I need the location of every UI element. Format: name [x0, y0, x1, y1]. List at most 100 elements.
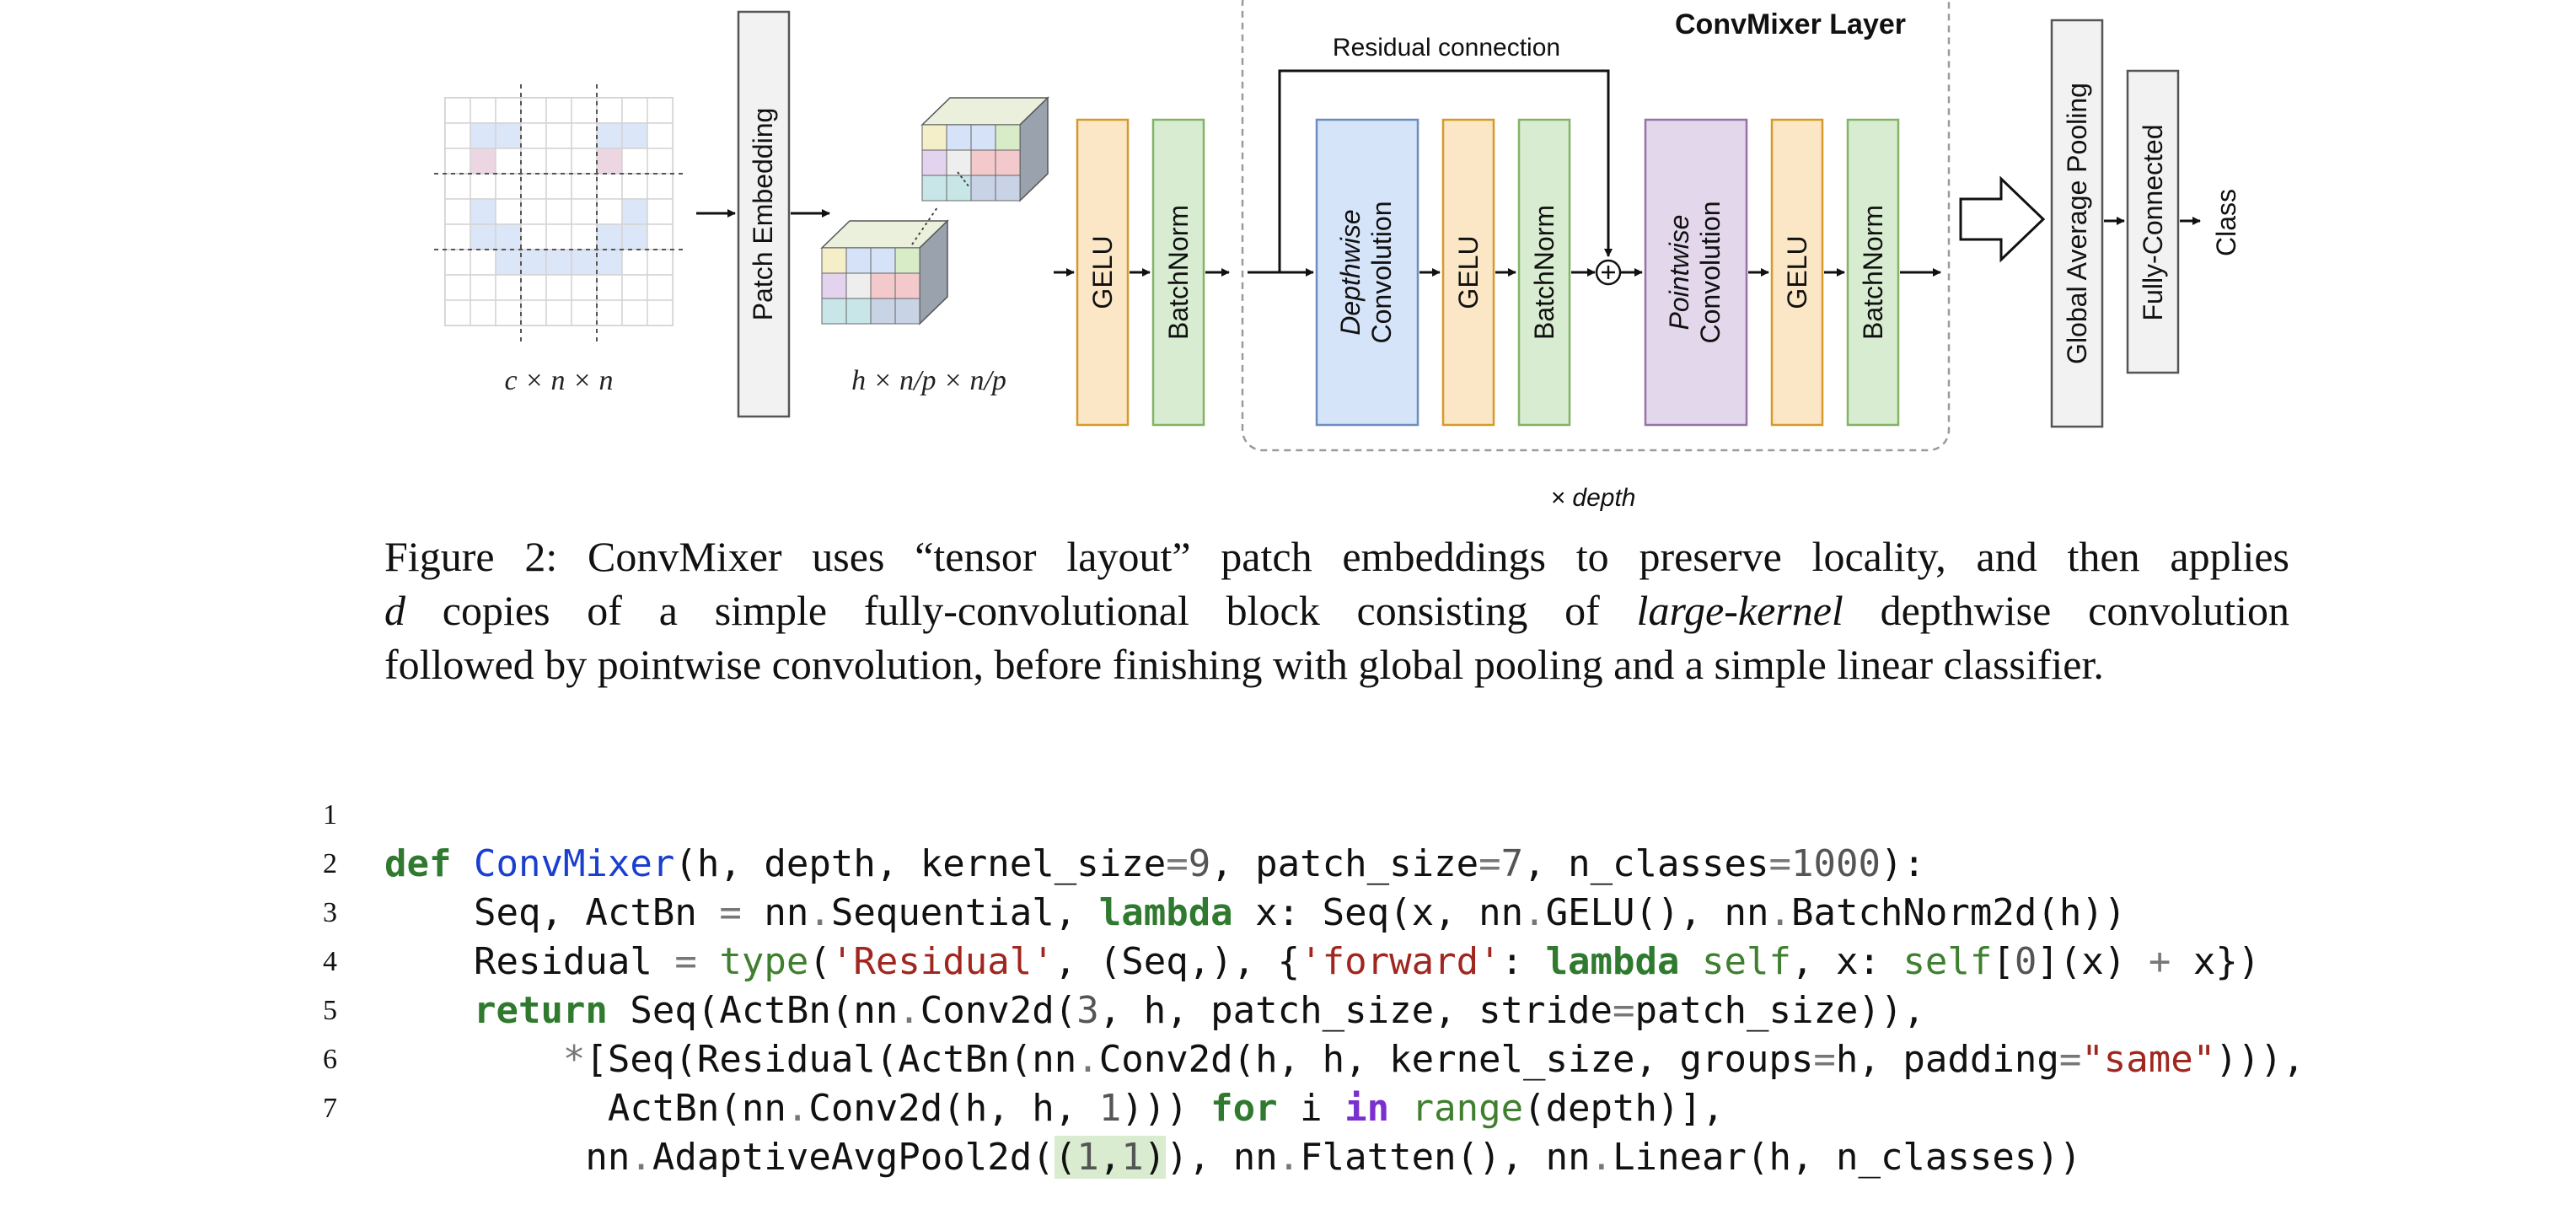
grid-cell — [571, 299, 598, 326]
grid-cell — [520, 122, 547, 149]
grid-cell — [470, 148, 496, 175]
grid-cell — [470, 122, 496, 149]
grid-cell — [520, 274, 547, 301]
grid-cell — [621, 249, 648, 276]
line-number: 3 — [323, 897, 337, 928]
grid-cell — [444, 223, 471, 250]
line-number: 2 — [323, 848, 337, 879]
grid-cell — [621, 97, 648, 124]
code-text: def ConvMixer(h, depth, kernel_size=9, p… — [384, 842, 1925, 885]
grid-cell — [621, 274, 648, 301]
line-number: 7 — [323, 1093, 337, 1124]
depth-label: × depth — [1551, 484, 1636, 512]
grid-cell — [596, 122, 623, 149]
patch-embedding-block: Patch Embedding — [737, 10, 791, 418]
grid-cell — [444, 173, 471, 200]
grid-cell — [520, 173, 547, 200]
code-text: *[Seq(Residual(ActBn(nn.Conv2d(h, h, ker… — [562, 1038, 2305, 1081]
depthwise-conv-block — [1315, 118, 1419, 427]
line-number: 1 — [323, 799, 337, 831]
pointwise-label: Pointwise — [1664, 215, 1694, 331]
global-average-pooling-block — [2050, 19, 2104, 428]
grid-cell — [444, 249, 471, 276]
grid-cell — [495, 173, 522, 200]
line-number: 6 — [323, 1044, 337, 1075]
grid-cell — [545, 299, 572, 326]
grid-cell — [520, 148, 547, 175]
grid-cell — [495, 198, 522, 225]
batchnorm-block — [1846, 118, 1900, 427]
caption-line-2: d copies of a simple fully-convolutional… — [384, 583, 2289, 637]
grid-cell — [596, 148, 623, 175]
grid-cell — [647, 173, 674, 200]
code-line: 4 return Seq(ActBn(nn.Conv2d(3, h, patch… — [303, 889, 1925, 1032]
batchnorm-label: BatchNorm — [1858, 205, 1888, 340]
fc-label: Fully-Connected — [2138, 125, 2168, 321]
grid-cell — [495, 274, 522, 301]
grid-cell — [596, 249, 623, 276]
line-number: 5 — [323, 995, 337, 1026]
grid-cell — [545, 148, 572, 175]
grid-cell — [647, 198, 674, 225]
grid-cell — [470, 249, 496, 276]
grid-cell — [596, 299, 623, 326]
grid-cell — [571, 274, 598, 301]
fully-connected-block — [2126, 69, 2180, 374]
gelu-label: GELU — [1782, 235, 1812, 309]
depthwise-label: Depthwise — [1335, 209, 1366, 335]
caption-large-kernel: large-kernel — [1636, 587, 1843, 634]
grid-cell — [571, 122, 598, 149]
figure-caption: Figure 2: ConvMixer uses “tensor layout”… — [384, 529, 2289, 691]
grid-cell — [495, 122, 522, 149]
grid-cell — [495, 249, 522, 276]
grid-cell — [545, 223, 572, 250]
gelu-block — [1770, 118, 1824, 427]
grid-cell — [520, 299, 547, 326]
grid-cell — [545, 97, 572, 124]
convmixer-layer-title: ConvMixer Layer — [1675, 8, 1906, 40]
grid-cell — [545, 274, 572, 301]
input-shape-label: c × n × n — [505, 365, 614, 396]
gelu-block — [1076, 118, 1130, 427]
code-line: 7 nn.AdaptiveAvgPool2d((1,1)), nn.Flatte… — [303, 1035, 2081, 1179]
grid-cell — [520, 223, 547, 250]
caption-line-1: Figure 2: ConvMixer uses “tensor layout”… — [384, 533, 2289, 580]
grid-cell — [520, 97, 547, 124]
grid-cell — [545, 198, 572, 225]
pointwise-conv-label: Convolution — [1695, 202, 1725, 344]
grid-cell — [520, 198, 547, 225]
batchnorm-label: BatchNorm — [1163, 205, 1194, 340]
grid-cell — [596, 198, 623, 225]
grid-cell — [647, 299, 674, 326]
batchnorm-label: BatchNorm — [1529, 205, 1559, 340]
grid-cell — [470, 223, 496, 250]
grid-cell — [621, 223, 648, 250]
grid-cell — [647, 274, 674, 301]
grid-cell — [571, 173, 598, 200]
grid-cell — [444, 274, 471, 301]
grid-cell — [647, 122, 674, 149]
grid-cell — [647, 148, 674, 175]
grid-cell — [444, 97, 471, 124]
grid-cell — [495, 148, 522, 175]
gelu-label: GELU — [1453, 235, 1484, 309]
gelu-label: GELU — [1087, 235, 1118, 309]
convmixer-layer-box — [1241, 0, 1951, 452]
class-label: Class — [2211, 189, 2241, 256]
tensor-shape-label: h × n/p × n/p — [851, 365, 1006, 396]
code-line: 3 Residual = type('Residual', (Seq,), {'… — [303, 840, 2260, 983]
grid-cell — [647, 97, 674, 124]
caption-d: d — [384, 587, 405, 634]
patch-tensor — [820, 96, 1049, 325]
batchnorm-block — [1517, 118, 1571, 427]
grid-cell — [596, 173, 623, 200]
grid-cell — [520, 249, 547, 276]
gap-label: Global Average Pooling — [2062, 83, 2092, 364]
code-text: nn.AdaptiveAvgPool2d((1,1)), nn.Flatten(… — [384, 1136, 2082, 1179]
code-line: 2 Seq, ActBn = nn.Sequential, lambda x: … — [303, 791, 2126, 934]
residual-label: Residual connection — [1333, 34, 1560, 62]
big-arrow-icon — [1959, 175, 2046, 263]
grid-cell — [621, 148, 648, 175]
grid-cell — [470, 198, 496, 225]
grid-cell — [621, 122, 648, 149]
